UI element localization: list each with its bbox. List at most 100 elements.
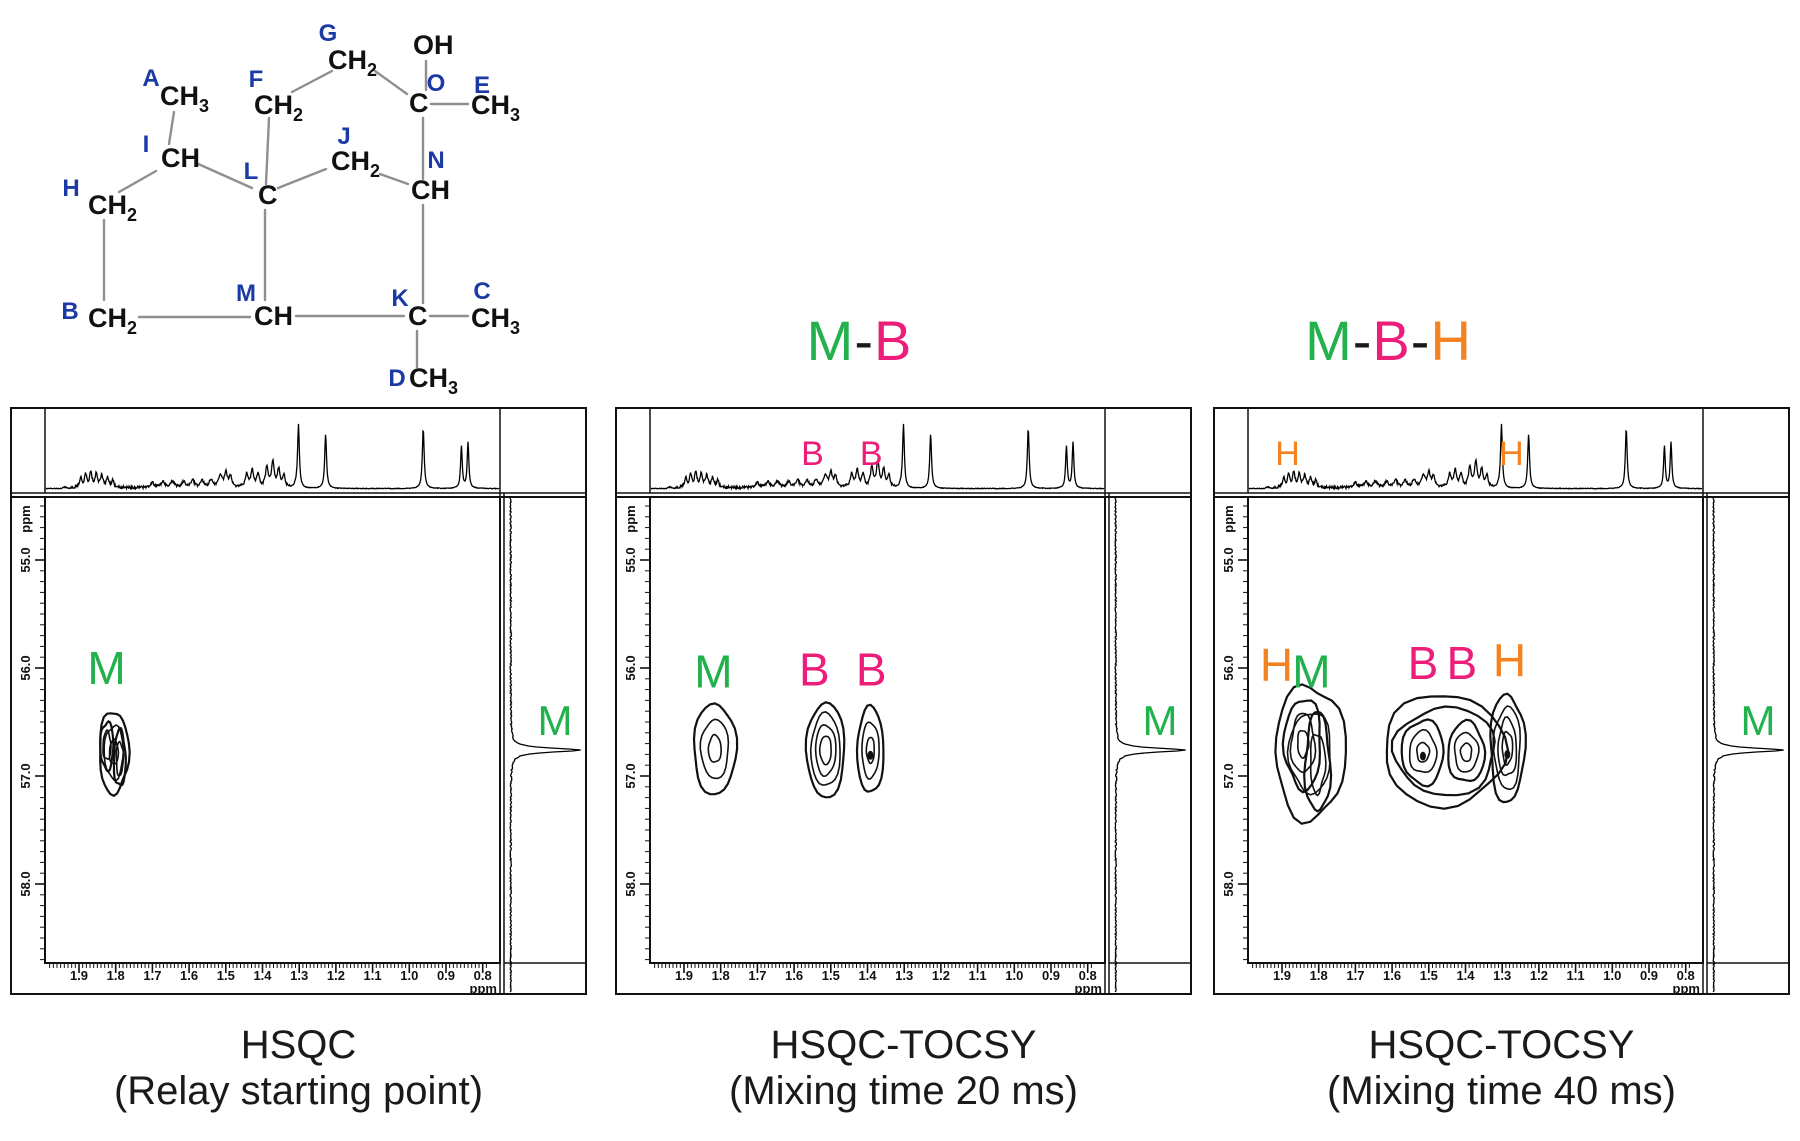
x-tick-label: 1.5 (217, 968, 235, 983)
atom-letter-i: I (143, 131, 150, 158)
contour-ring (865, 736, 875, 765)
bond-line (117, 169, 158, 194)
atom-letter-c: C (473, 278, 490, 305)
atom-letter-o: O (427, 70, 446, 97)
projection-peak-label: M (1741, 697, 1776, 744)
cross-peak-label: B (1408, 637, 1439, 689)
atom-formula: C (409, 88, 429, 118)
atom-formula: CH3 (409, 363, 458, 398)
y-axis-unit: ppm (1221, 505, 1236, 532)
x-tick-label: 1.9 (675, 968, 693, 983)
contour-ring (1459, 742, 1473, 763)
x-tick-label: 1.3 (290, 968, 308, 983)
y-tick-label: 56.0 (1221, 655, 1236, 680)
bond-line (290, 69, 334, 94)
x-tick-label: 1.8 (712, 968, 730, 983)
y-tick-label: 57.0 (623, 763, 638, 788)
caption-subtitle: (Mixing time 40 ms) (1327, 1069, 1676, 1113)
x-tick-label: 1.2 (932, 968, 950, 983)
atom-formula: C (258, 180, 278, 210)
bond-line (264, 116, 271, 186)
y-tick-label: 58.0 (623, 871, 638, 896)
atom-formula: CH (411, 175, 450, 205)
x-axis-unit: ppm (470, 981, 497, 995)
y-tick-label: 57.0 (1221, 763, 1236, 788)
contour-ring (112, 726, 128, 787)
x-tick-label: 1.9 (70, 968, 88, 983)
y-tick-label: 55.0 (1221, 547, 1236, 572)
contour-ring (818, 735, 832, 766)
y-tick-label: 55.0 (623, 547, 638, 572)
x-tick-label: 1.4 (253, 968, 272, 983)
atom-letter-g: G (319, 20, 338, 47)
cross-peak-label: B (799, 643, 830, 695)
x-tick-label: 1.3 (895, 968, 913, 983)
atom-letter-a: A (142, 65, 159, 92)
cross-peak-label: H (1493, 635, 1526, 687)
contour-ring (1390, 705, 1496, 797)
contour-center-dot (1419, 751, 1426, 761)
x-tick-label: 1.7 (1346, 968, 1364, 983)
atom-letter-h: H (62, 175, 79, 202)
x-tick-label: 1.0 (1005, 968, 1023, 983)
bond-line (276, 167, 328, 190)
atom-formula: CH2 (254, 90, 303, 125)
contour-ring (861, 721, 880, 780)
contour-ring (1289, 712, 1317, 774)
caption-hsqc-tocsy-40: HSQC-TOCSY (Mixing time 40 ms) (1213, 1022, 1790, 1114)
x-tick-label: 1.2 (1530, 968, 1548, 983)
x-tick-label: 0.9 (437, 968, 455, 983)
relay-label-m-b-h: M-B-H (1161, 308, 1616, 373)
contour-center-dot (1504, 749, 1511, 759)
contour-ring (699, 718, 730, 780)
atom-formula: CH2 (331, 146, 380, 181)
trace-peak-label: H (1499, 435, 1524, 473)
trace-peak-label: B (801, 435, 824, 473)
x-tick-label: 0.8 (474, 968, 492, 983)
proton-trace (45, 423, 500, 491)
contour-ring (115, 740, 125, 777)
x-tick-label: 1.0 (1603, 968, 1621, 983)
contour-ring (692, 702, 739, 796)
atom-letter-b: B (61, 298, 78, 325)
bond-line (194, 161, 254, 190)
x-tick-label: 1.9 (1273, 968, 1291, 983)
relay-header-letter: - (1410, 309, 1431, 372)
cross-peak-label: B (856, 643, 887, 695)
atom-formula: CH2 (328, 45, 377, 80)
contour-ring (809, 711, 841, 786)
contour-ring (1274, 683, 1348, 825)
atom-formula: CH (254, 301, 293, 331)
caption-title: HSQC-TOCSY (770, 1023, 1037, 1067)
atom-formula: CH (161, 143, 200, 173)
bond-line (167, 110, 176, 146)
y-tick-label: 56.0 (623, 655, 638, 680)
atom-letter-k: K (391, 285, 409, 312)
x-tick-label: 1.8 (107, 968, 125, 983)
x-tick-label: 1.6 (180, 968, 198, 983)
panel-outer-border (1213, 407, 1790, 995)
contour-ring (1492, 705, 1522, 791)
x-tick-label: 1.1 (1567, 968, 1585, 983)
x-tick-label: 0.9 (1042, 968, 1060, 983)
x-tick-label: 1.2 (327, 968, 345, 983)
caption-hsqc: HSQC (Relay starting point) (10, 1022, 587, 1114)
contour-ring (1408, 728, 1438, 774)
cross-peak-label: B (1446, 637, 1477, 689)
caption-subtitle: (Relay starting point) (113, 1069, 484, 1113)
cross-peak-label: H (1260, 639, 1293, 691)
caption-title: HSQC-TOCSY (1368, 1023, 1635, 1067)
atom-letter-e: E (474, 72, 490, 99)
x-tick-label: 1.4 (1456, 968, 1475, 983)
x-tick-label: 1.0 (400, 968, 418, 983)
x-tick-label: 1.8 (1310, 968, 1328, 983)
cross-peak-label: M (694, 645, 732, 697)
contour-ring (1501, 730, 1514, 767)
relay-header-letter: B (873, 309, 913, 372)
atom-formula: CH3 (471, 303, 520, 338)
plot-border (44, 496, 501, 964)
contour-ring (1453, 731, 1480, 773)
x-tick-label: 0.8 (1079, 968, 1097, 983)
